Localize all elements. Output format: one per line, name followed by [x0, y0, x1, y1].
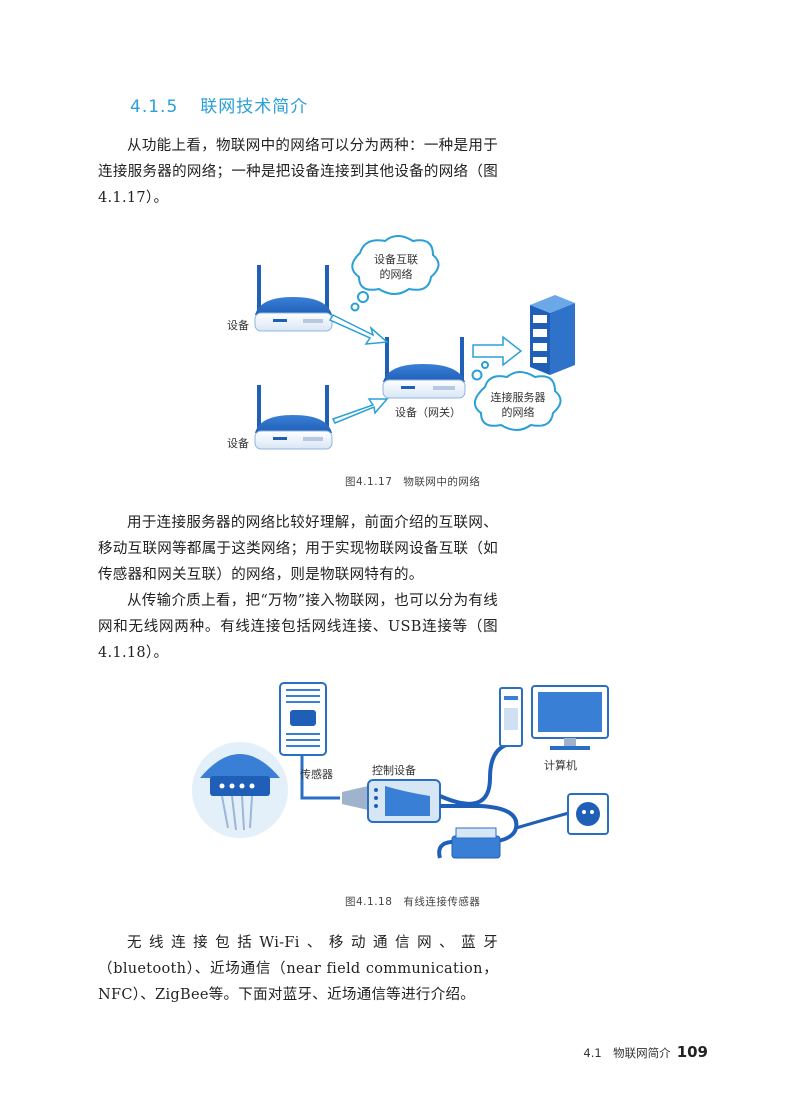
sensor-device-icon	[279, 682, 340, 800]
device-label-1: 设备	[227, 318, 249, 332]
paragraph-2: 用于连接服务器的网络比较好理解，前面介绍的互联网、移动互联网等都属于这类网络；用…	[98, 510, 498, 588]
cloud1-line1: 设备互联	[374, 252, 418, 266]
paragraph-1: 从功能上看，物联网中的网络可以分为两种：一种是用于连接服务器的网络；一种是把设备…	[98, 133, 498, 211]
power-adapter-icon	[451, 827, 501, 859]
paragraph-2-text: 用于连接服务器的网络比较好理解，前面介绍的互联网、移动互联网等都属于这类网络；用…	[98, 515, 498, 583]
paragraph-1-text: 从功能上看，物联网中的网络可以分为两种：一种是用于连接服务器的网络；一种是把设备…	[98, 138, 498, 206]
controller-device-icon	[342, 779, 441, 823]
page-number: 109	[676, 1043, 708, 1061]
cloud2-line1: 连接服务器	[491, 391, 546, 404]
sensor-closeup	[192, 742, 288, 838]
cloud2-line2: 的网络	[502, 405, 535, 419]
section-heading: 4.1.5 联网技术简介	[130, 92, 308, 117]
arrow-device1-to-gateway	[328, 314, 389, 345]
paragraph-3: 从传输介质上看，把“万物”接入物联网，也可以分为有线网和无线网两种。有线连接包括…	[98, 588, 498, 666]
router-device-1	[254, 265, 333, 332]
arrow-device2-to-gateway	[331, 398, 389, 424]
footer-section: 4.1 物联网简介	[583, 1046, 671, 1060]
page-footer: 4.1 物联网简介 109	[583, 1042, 708, 1061]
figure1-caption: 图4.1.17 物联网中的网络	[345, 476, 481, 488]
figure-wired-sensor: 传感器 控制设备 计算机	[192, 682, 609, 859]
paragraph-3-text: 从传输介质上看，把“万物”接入物联网，也可以分为有线网和无线网两种。有线连接包括…	[98, 593, 498, 661]
section-number: 4.1.5	[130, 97, 179, 117]
router-device-2	[254, 385, 333, 450]
computer-label: 计算机	[544, 758, 577, 772]
device-label-2: 设备	[227, 436, 249, 450]
cloud-server-network: 连接服务器 的网络	[471, 361, 562, 431]
gateway-label: 设备（网关）	[395, 405, 461, 419]
cloud1-line2: 的网络	[380, 267, 413, 281]
computer-monitor-icon	[531, 685, 609, 750]
paragraph-4-text: 无线连接包括Wi-Fi、移动通信网、蓝牙（bluetooth）、近场通信（nea…	[98, 935, 498, 1003]
figure2-caption: 图4.1.18 有线连接传感器	[345, 896, 481, 908]
section-title: 联网技术简介	[200, 97, 309, 117]
arrow-gateway-to-server	[472, 335, 523, 367]
figure-network-diagram: 设备 设备 设备（网关） 设备互联 的网络	[227, 235, 575, 450]
cloud-device-network: 设备互联 的网络	[350, 235, 440, 312]
wall-socket-icon	[567, 793, 609, 835]
gateway-router	[382, 337, 466, 399]
computer-tower-icon	[499, 687, 523, 747]
controller-label: 控制设备	[372, 763, 416, 777]
paragraph-4: 无线连接包括Wi-Fi、移动通信网、蓝牙（bluetooth）、近场通信（nea…	[98, 930, 498, 1008]
sensor-label: 传感器	[300, 768, 333, 781]
server-icon	[530, 295, 575, 375]
